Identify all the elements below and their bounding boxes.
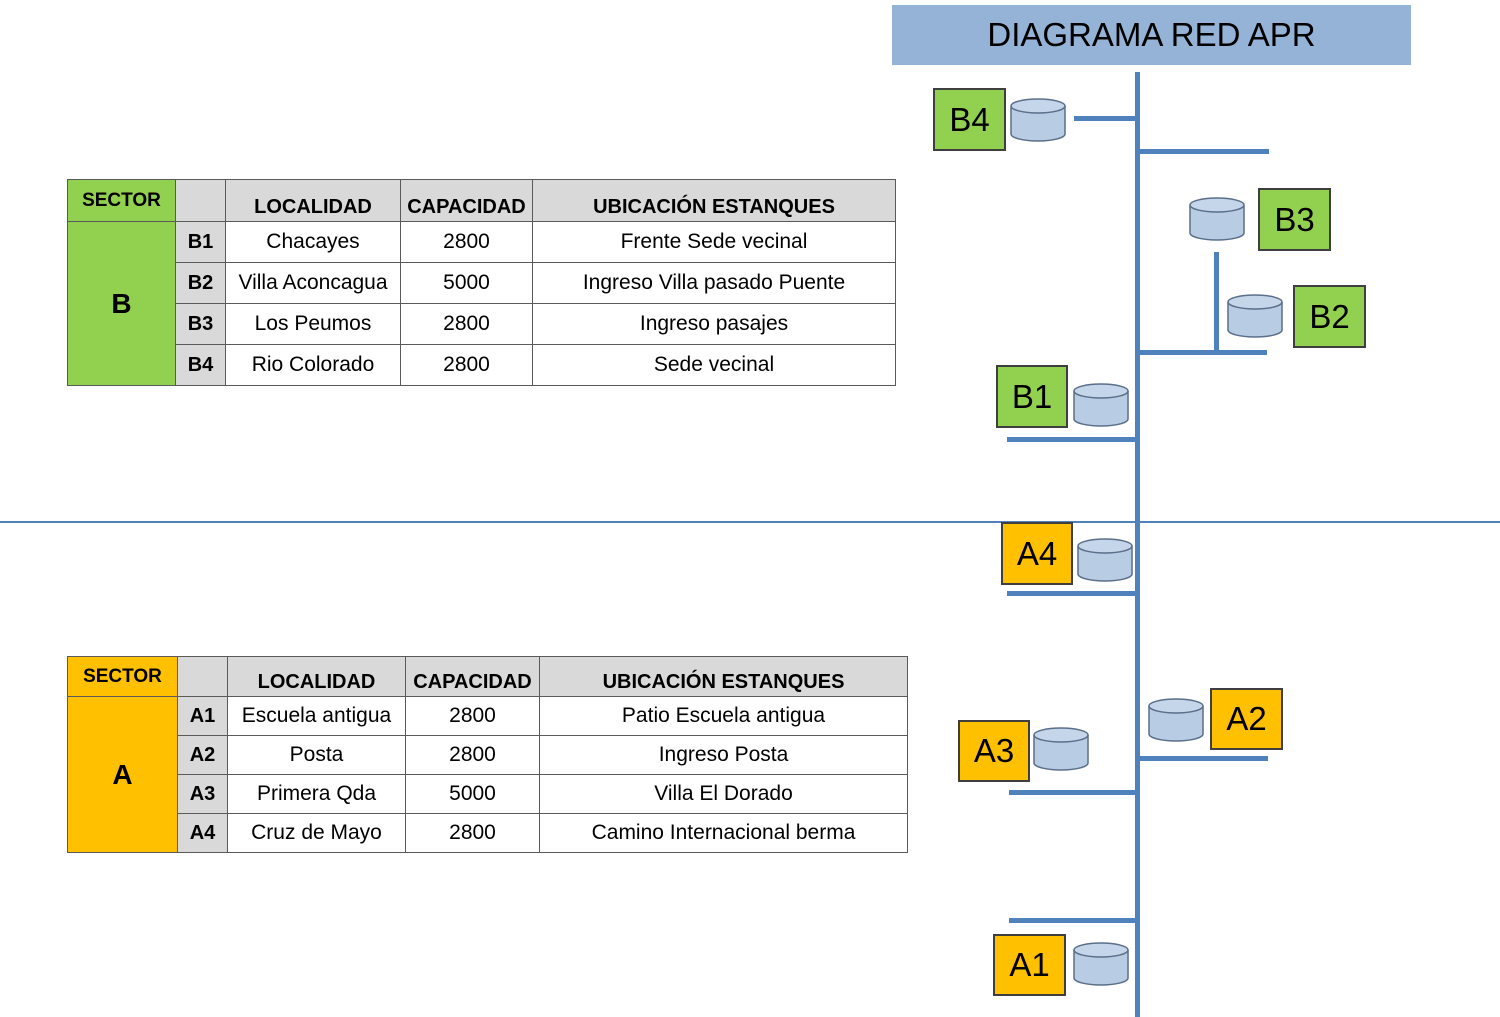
- water-tank-icon: [1033, 727, 1089, 771]
- branch-pipe-b4: [1074, 116, 1138, 121]
- row-code: B1: [175, 221, 226, 263]
- water-tank-icon: [1227, 294, 1283, 338]
- row-ubicacion: Ingreso Villa pasado Puente: [532, 262, 896, 304]
- row-ubicacion: Frente Sede vecinal: [532, 221, 896, 263]
- table-row: B3 Los Peumos 2800 Ingreso pasajes: [68, 303, 896, 345]
- water-tank-icon: [1073, 383, 1129, 427]
- row-code: A3: [177, 774, 228, 814]
- row-localidad: Escuela antigua: [227, 696, 406, 736]
- table-row: B B1 Chacayes 2800 Frente Sede vecinal: [67, 221, 896, 386]
- table-row: A2 Posta 2800 Ingreso Posta: [68, 735, 908, 775]
- row-ubicacion: Villa El Dorado: [539, 774, 908, 814]
- node-label-b1: B1: [996, 365, 1068, 428]
- table-row: B4 Rio Colorado 2800 Sede vecinal: [68, 344, 896, 386]
- row-code: A1: [177, 696, 228, 736]
- row-code: A2: [177, 735, 228, 775]
- row-localidad: Posta: [227, 735, 406, 775]
- row-localidad: Cruz de Mayo: [227, 813, 406, 853]
- branch-pipe-a4: [1007, 591, 1138, 596]
- node-label-a1: A1: [993, 934, 1066, 996]
- sector-divider-line: [0, 521, 1500, 523]
- node-label-a3: A3: [958, 720, 1030, 782]
- row-capacidad: 2800: [400, 221, 533, 263]
- row-code: B2: [175, 262, 226, 304]
- row-localidad: Villa Aconcagua: [225, 262, 401, 304]
- row-localidad: Rio Colorado: [225, 344, 401, 386]
- localidad-header: LOCALIDAD: [225, 179, 401, 222]
- node-label-a4: A4: [1001, 522, 1073, 585]
- branch-pipe-b1: [1007, 437, 1138, 442]
- capacidad-header: CAPACIDAD: [400, 179, 533, 222]
- table-header-row: SECTOR LOCALIDAD CAPACIDAD UBICACIÓN EST…: [67, 656, 908, 697]
- localidad-header: LOCALIDAD: [227, 656, 406, 697]
- sector-letter: A: [67, 696, 178, 853]
- row-code: B4: [175, 344, 226, 386]
- row-capacidad: 2800: [400, 303, 533, 345]
- sector-header: SECTOR: [67, 179, 176, 222]
- main-pipe: [1135, 72, 1140, 1017]
- row-localidad: Primera Qda: [227, 774, 406, 814]
- capacidad-header: CAPACIDAD: [405, 656, 540, 697]
- row-ubicacion: Ingreso Posta: [539, 735, 908, 775]
- sector-b-table: SECTOR LOCALIDAD CAPACIDAD UBICACIÓN EST…: [67, 179, 896, 386]
- node-label-b4: B4: [933, 88, 1006, 151]
- table-header-row: SECTOR LOCALIDAD CAPACIDAD UBICACIÓN EST…: [67, 179, 896, 222]
- row-localidad: Los Peumos: [225, 303, 401, 345]
- table-row: A4 Cruz de Mayo 2800 Camino Internaciona…: [68, 813, 908, 853]
- riser-pipe-b2-b3: [1214, 252, 1219, 353]
- row-capacidad: 2800: [405, 696, 540, 736]
- water-tank-icon: [1073, 942, 1129, 986]
- row-capacidad: 5000: [400, 262, 533, 304]
- branch-pipe-upper-right: [1138, 149, 1269, 154]
- row-capacidad: 2800: [405, 735, 540, 775]
- branch-pipe-b2-b3: [1138, 350, 1267, 355]
- sector-a-table: SECTOR LOCALIDAD CAPACIDAD UBICACIÓN EST…: [67, 656, 908, 853]
- sector-header: SECTOR: [67, 656, 178, 697]
- row-ubicacion: Sede vecinal: [532, 344, 896, 386]
- water-tank-icon: [1148, 698, 1204, 742]
- row-localidad: Chacayes: [225, 221, 401, 263]
- diagram-title: DIAGRAMA RED APR: [892, 5, 1411, 65]
- sector-letter: B: [67, 221, 176, 386]
- node-label-b2: B2: [1293, 285, 1366, 348]
- node-label-b3: B3: [1258, 188, 1331, 251]
- water-tank-icon: [1010, 98, 1066, 142]
- water-tank-icon: [1189, 197, 1245, 241]
- row-ubicacion: Camino Internacional berma: [539, 813, 908, 853]
- row-capacidad: 5000: [405, 774, 540, 814]
- ubicacion-header: UBICACIÓN ESTANQUES: [532, 179, 896, 222]
- branch-pipe-a3: [1009, 790, 1138, 795]
- row-capacidad: 2800: [400, 344, 533, 386]
- table-row: B2 Villa Aconcagua 5000 Ingreso Villa pa…: [68, 262, 896, 304]
- table-row: A A1 Escuela antigua 2800 Patio Escuela …: [67, 696, 908, 853]
- row-code: A4: [177, 813, 228, 853]
- code-header: [177, 656, 228, 697]
- branch-pipe-a1: [1009, 918, 1138, 923]
- branch-pipe-a2: [1138, 756, 1268, 761]
- row-ubicacion: Patio Escuela antigua: [539, 696, 908, 736]
- water-tank-icon: [1077, 538, 1133, 582]
- ubicacion-header: UBICACIÓN ESTANQUES: [539, 656, 908, 697]
- row-code: B3: [175, 303, 226, 345]
- row-ubicacion: Ingreso pasajes: [532, 303, 896, 345]
- table-row: A3 Primera Qda 5000 Villa El Dorado: [68, 774, 908, 814]
- node-label-a2: A2: [1210, 688, 1283, 750]
- code-header: [175, 179, 226, 222]
- row-capacidad: 2800: [405, 813, 540, 853]
